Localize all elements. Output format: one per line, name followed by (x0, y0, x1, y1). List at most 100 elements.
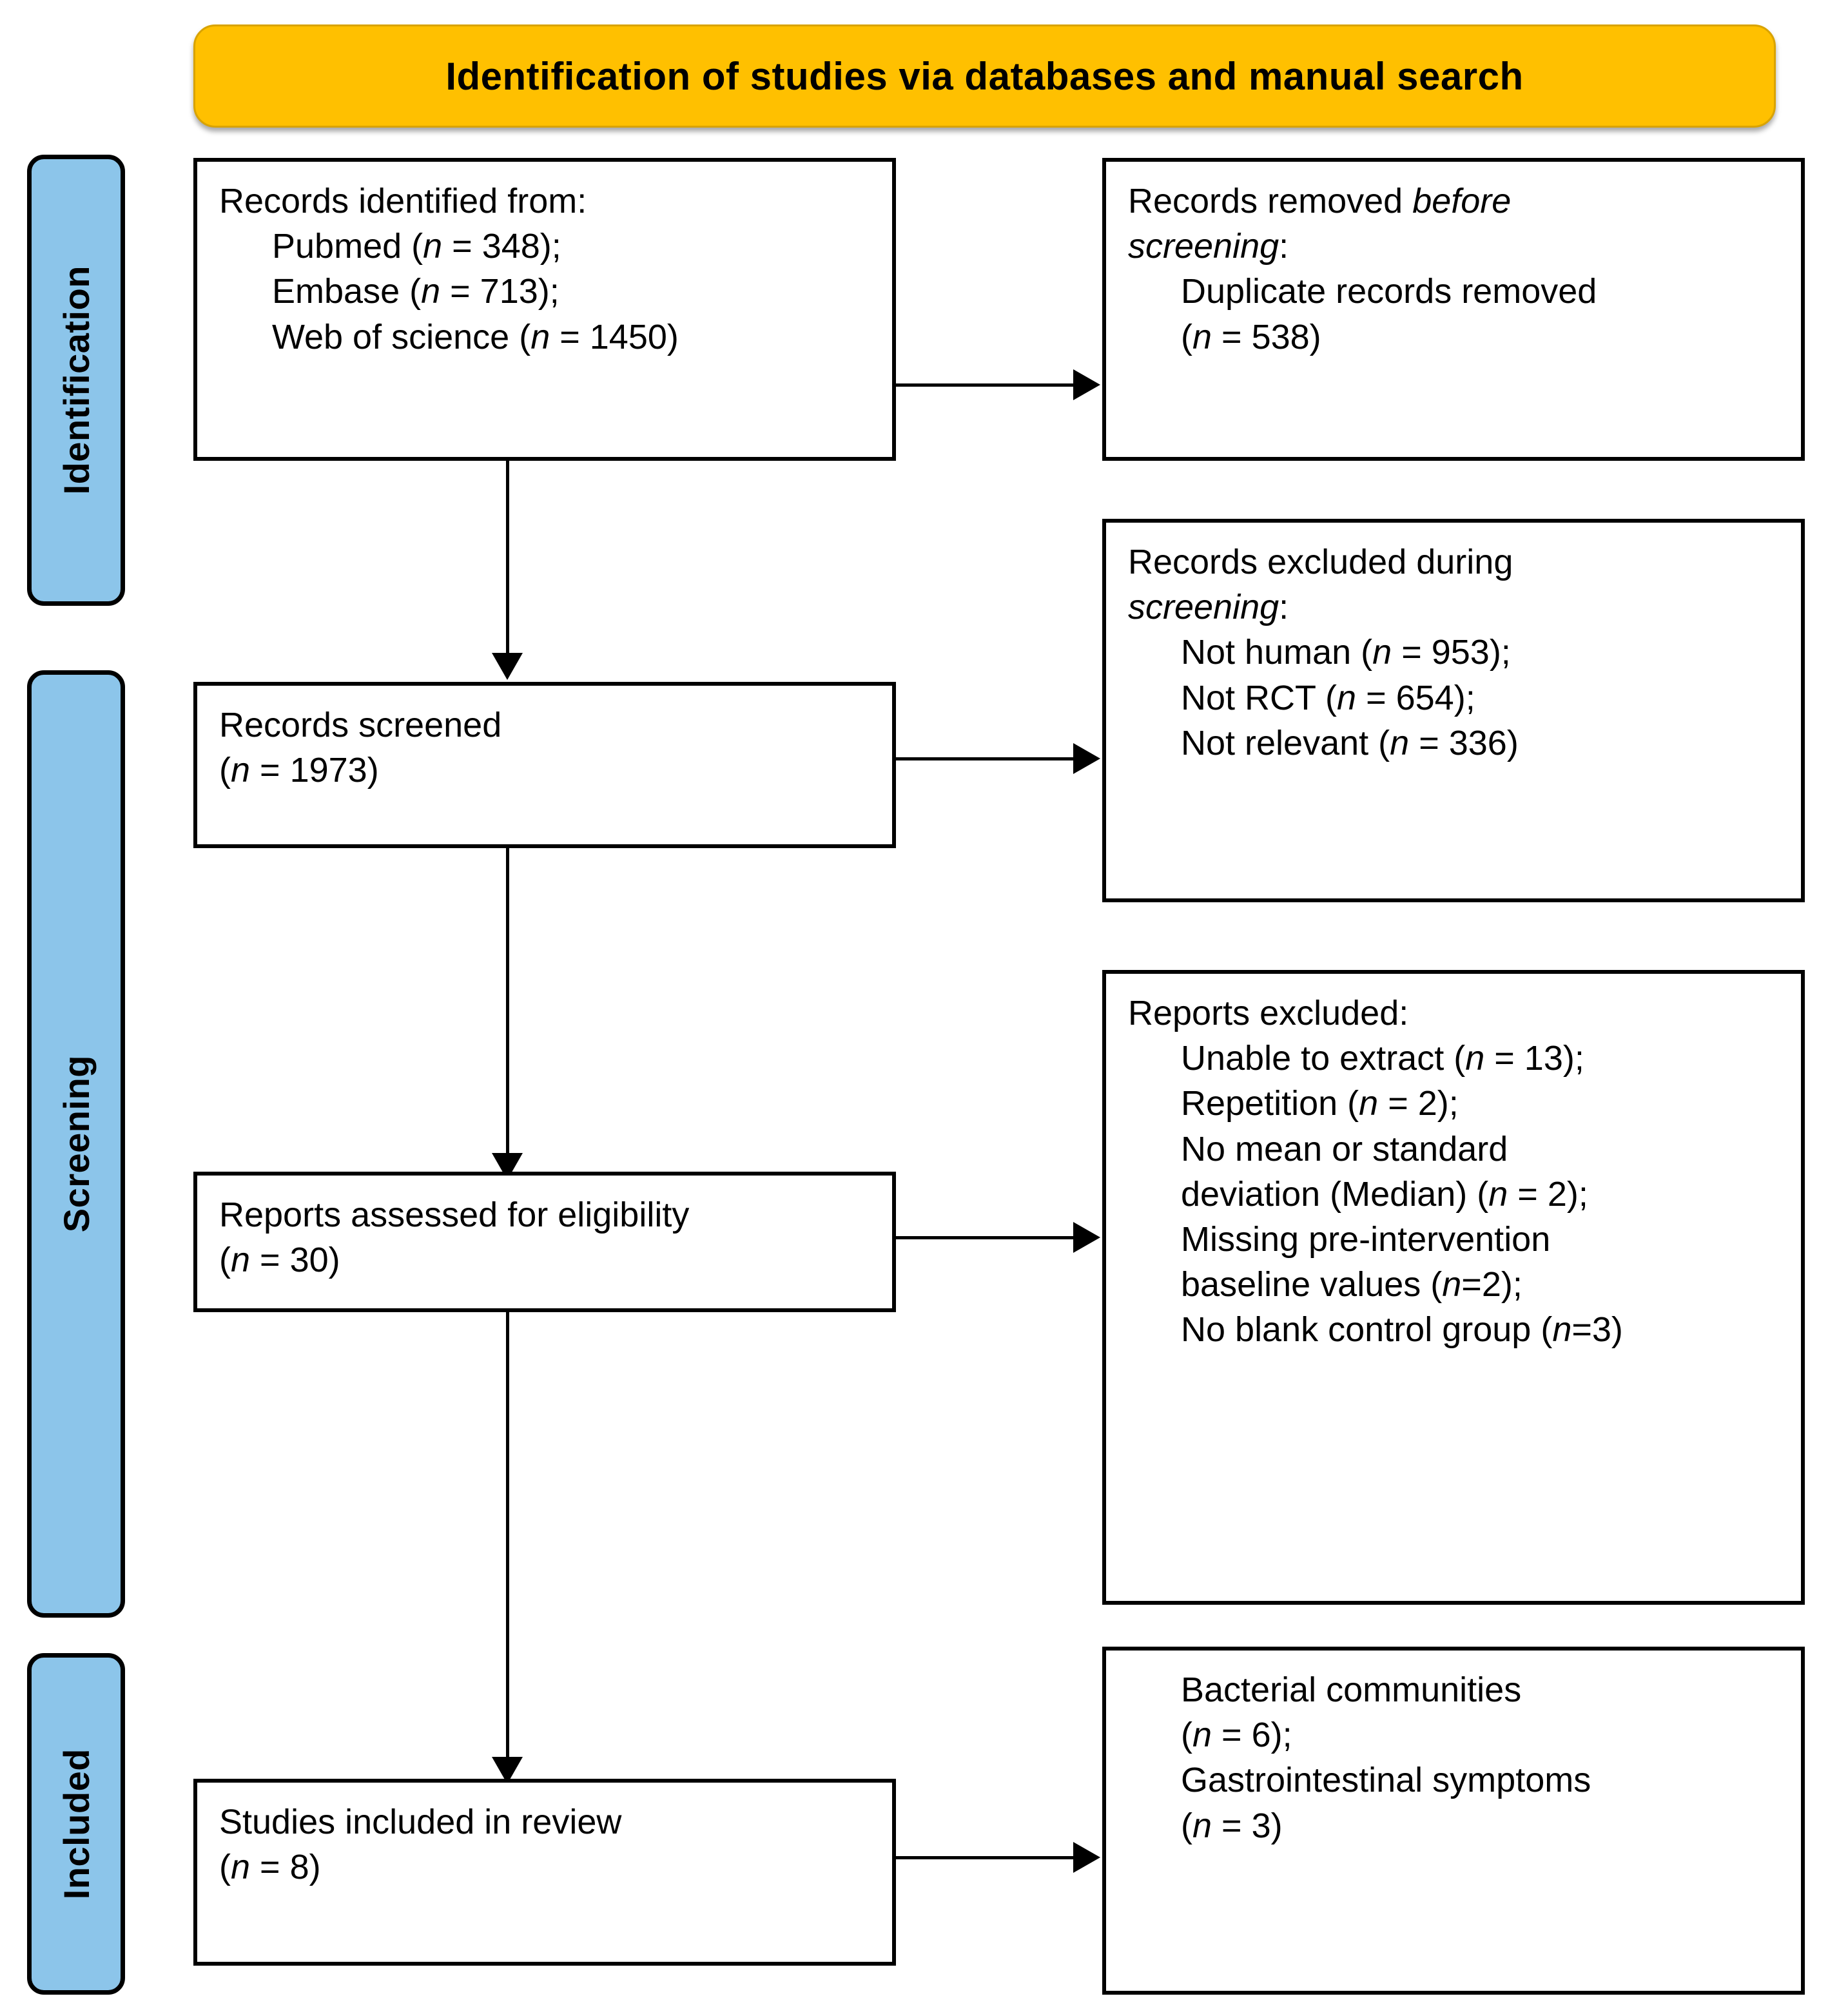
records-identified-item-wos: Web of science (n = 1450) (219, 315, 873, 360)
label: No mean or standard (1181, 1129, 1508, 1168)
box-studies-included: Studies included in review (n = 8) (193, 1779, 896, 1966)
box-records-identified: Records identified from: Pubmed (n = 348… (193, 158, 896, 461)
stage-label-included: Included (27, 1653, 125, 1995)
value: = 3) (1212, 1806, 1283, 1845)
n-italic: n (230, 1241, 251, 1280)
connector-assessed-to-included (506, 1312, 509, 1763)
value: = 1973) (250, 751, 379, 790)
label: Embase ( (272, 272, 422, 311)
value: = 348); (442, 227, 561, 266)
label: ( (219, 1848, 231, 1887)
value: = 8) (250, 1848, 321, 1887)
connector-screened-to-excluded (896, 757, 1076, 760)
label: Gastrointestinal symptoms (1181, 1761, 1591, 1800)
header-banner: Identification of studies via databases … (193, 24, 1776, 128)
box-records-removed: Records removed before screening: Duplic… (1102, 158, 1805, 461)
connector-assessed-to-reports-excluded (896, 1236, 1076, 1239)
stage-label-screening: Screening (27, 670, 125, 1618)
value: = 13); (1484, 1039, 1584, 1078)
reports-assessed-count: (n = 30) (219, 1237, 873, 1283)
n-italic: n (530, 317, 550, 356)
n-italic: n (421, 272, 441, 311)
n-italic: n (1192, 317, 1212, 356)
reports-excluded-item-no-mean-2: deviation (Median) (n = 2); (1128, 1172, 1782, 1217)
reports-excluded-item-unable-extract: Unable to extract (n = 13); (1128, 1036, 1782, 1081)
screening-italic: screening (1128, 588, 1279, 627)
records-excluded-item-not-human: Not human (n = 953); (1128, 630, 1782, 675)
stage-label-identification-text: Identification (55, 266, 97, 495)
outcomes-item-bacterial-communities: Bacterial communities (1128, 1667, 1782, 1712)
n-italic: n (1465, 1039, 1485, 1078)
label: Records removed (1128, 182, 1413, 220)
records-screened-count: (n = 1973) (219, 748, 873, 793)
n-italic: n (230, 1848, 251, 1887)
reports-excluded-title: Reports excluded: (1128, 994, 1409, 1032)
records-removed-title-line1: Records removed before (1128, 179, 1782, 224)
value: = 2); (1378, 1084, 1459, 1123)
connector-included-to-outcomes (896, 1856, 1076, 1859)
n-italic: n (423, 227, 443, 266)
header-title: Identification of studies via databases … (445, 54, 1524, 98)
n-italic: n (1337, 678, 1357, 717)
records-excluded-title-line1: Records excluded during (1128, 543, 1513, 581)
colon: : (1279, 227, 1289, 266)
stage-label-included-text: Included (55, 1748, 97, 1900)
value: = 953); (1392, 633, 1511, 672)
records-excluded-item-not-relevant: Not relevant (n = 336) (1128, 721, 1782, 766)
n-italic: n (1359, 1084, 1379, 1123)
outcomes-item-bacterial-count: (n = 6); (1128, 1712, 1782, 1757)
colon: : (1279, 588, 1289, 627)
label: Not human ( (1181, 633, 1373, 672)
connector-identified-to-removed-arrowhead (1073, 369, 1100, 400)
value: = 538) (1212, 317, 1321, 356)
n-italic: n (1192, 1806, 1212, 1845)
reports-excluded-item-no-mean-1: No mean or standard (1128, 1127, 1782, 1172)
label: ( (219, 1241, 231, 1280)
box-outcomes: Bacterial communities (n = 6); Gastroint… (1102, 1647, 1805, 1995)
label: ( (1181, 1716, 1192, 1755)
stage-label-identification: Identification (27, 155, 125, 606)
records-identified-item-pubmed: Pubmed (n = 348); (219, 224, 873, 269)
label: ( (1181, 1806, 1192, 1845)
studies-included-count: (n = 8) (219, 1845, 873, 1890)
connector-identified-to-screened (506, 461, 509, 661)
label: Not relevant ( (1181, 723, 1390, 762)
records-excluded-item-not-rct: Not RCT (n = 654); (1128, 675, 1782, 721)
records-removed-title-line2: screening: (1128, 224, 1782, 269)
reports-excluded-item-missing-pre-2: baseline values (n=2); (1128, 1262, 1782, 1307)
reports-excluded-item-repetition: Repetition (n = 2); (1128, 1081, 1782, 1126)
reports-excluded-item-missing-pre-1: Missing pre-intervention (1128, 1217, 1782, 1262)
connector-identified-to-removed (896, 383, 1076, 387)
label: No blank control group ( (1181, 1310, 1553, 1350)
value: =2); (1461, 1265, 1522, 1304)
records-identified-item-embase: Embase (n = 713); (219, 269, 873, 314)
box-records-screened: Records screened (n = 1973) (193, 682, 896, 848)
label: Bacterial communities (1181, 1670, 1522, 1709)
connector-included-to-outcomes-arrowhead (1073, 1842, 1100, 1873)
screening-italic: screening (1128, 227, 1279, 266)
before-italic: before (1412, 182, 1512, 220)
value: = 6); (1212, 1716, 1292, 1755)
box-reports-excluded: Reports excluded: Unable to extract (n =… (1102, 970, 1805, 1605)
reports-excluded-item-no-blank-control: No blank control group (n=3) (1128, 1307, 1782, 1352)
connector-assessed-to-reports-excluded-arrowhead (1073, 1222, 1100, 1253)
label: Not RCT ( (1181, 678, 1337, 717)
records-excluded-title-line2: screening: (1128, 585, 1782, 630)
n-italic: n (1552, 1310, 1572, 1350)
label: Repetition ( (1181, 1084, 1359, 1123)
value: = 1450) (550, 317, 679, 356)
reports-assessed-title: Reports assessed for eligibility (219, 1196, 690, 1234)
label: Missing pre-intervention (1181, 1219, 1551, 1259)
connector-screened-to-excluded-arrowhead (1073, 743, 1100, 774)
value: = 2); (1508, 1174, 1588, 1214)
value: = 713); (440, 272, 559, 311)
n-italic: n (1390, 723, 1410, 762)
box-records-excluded: Records excluded during screening: Not h… (1102, 519, 1805, 902)
label: ( (219, 751, 231, 790)
stage-label-screening-text: Screening (55, 1055, 97, 1233)
label: deviation (Median) ( (1181, 1174, 1489, 1214)
box-reports-assessed: Reports assessed for eligibility (n = 30… (193, 1172, 896, 1312)
label: Web of science ( (272, 317, 531, 356)
n-italic: n (1192, 1716, 1212, 1755)
